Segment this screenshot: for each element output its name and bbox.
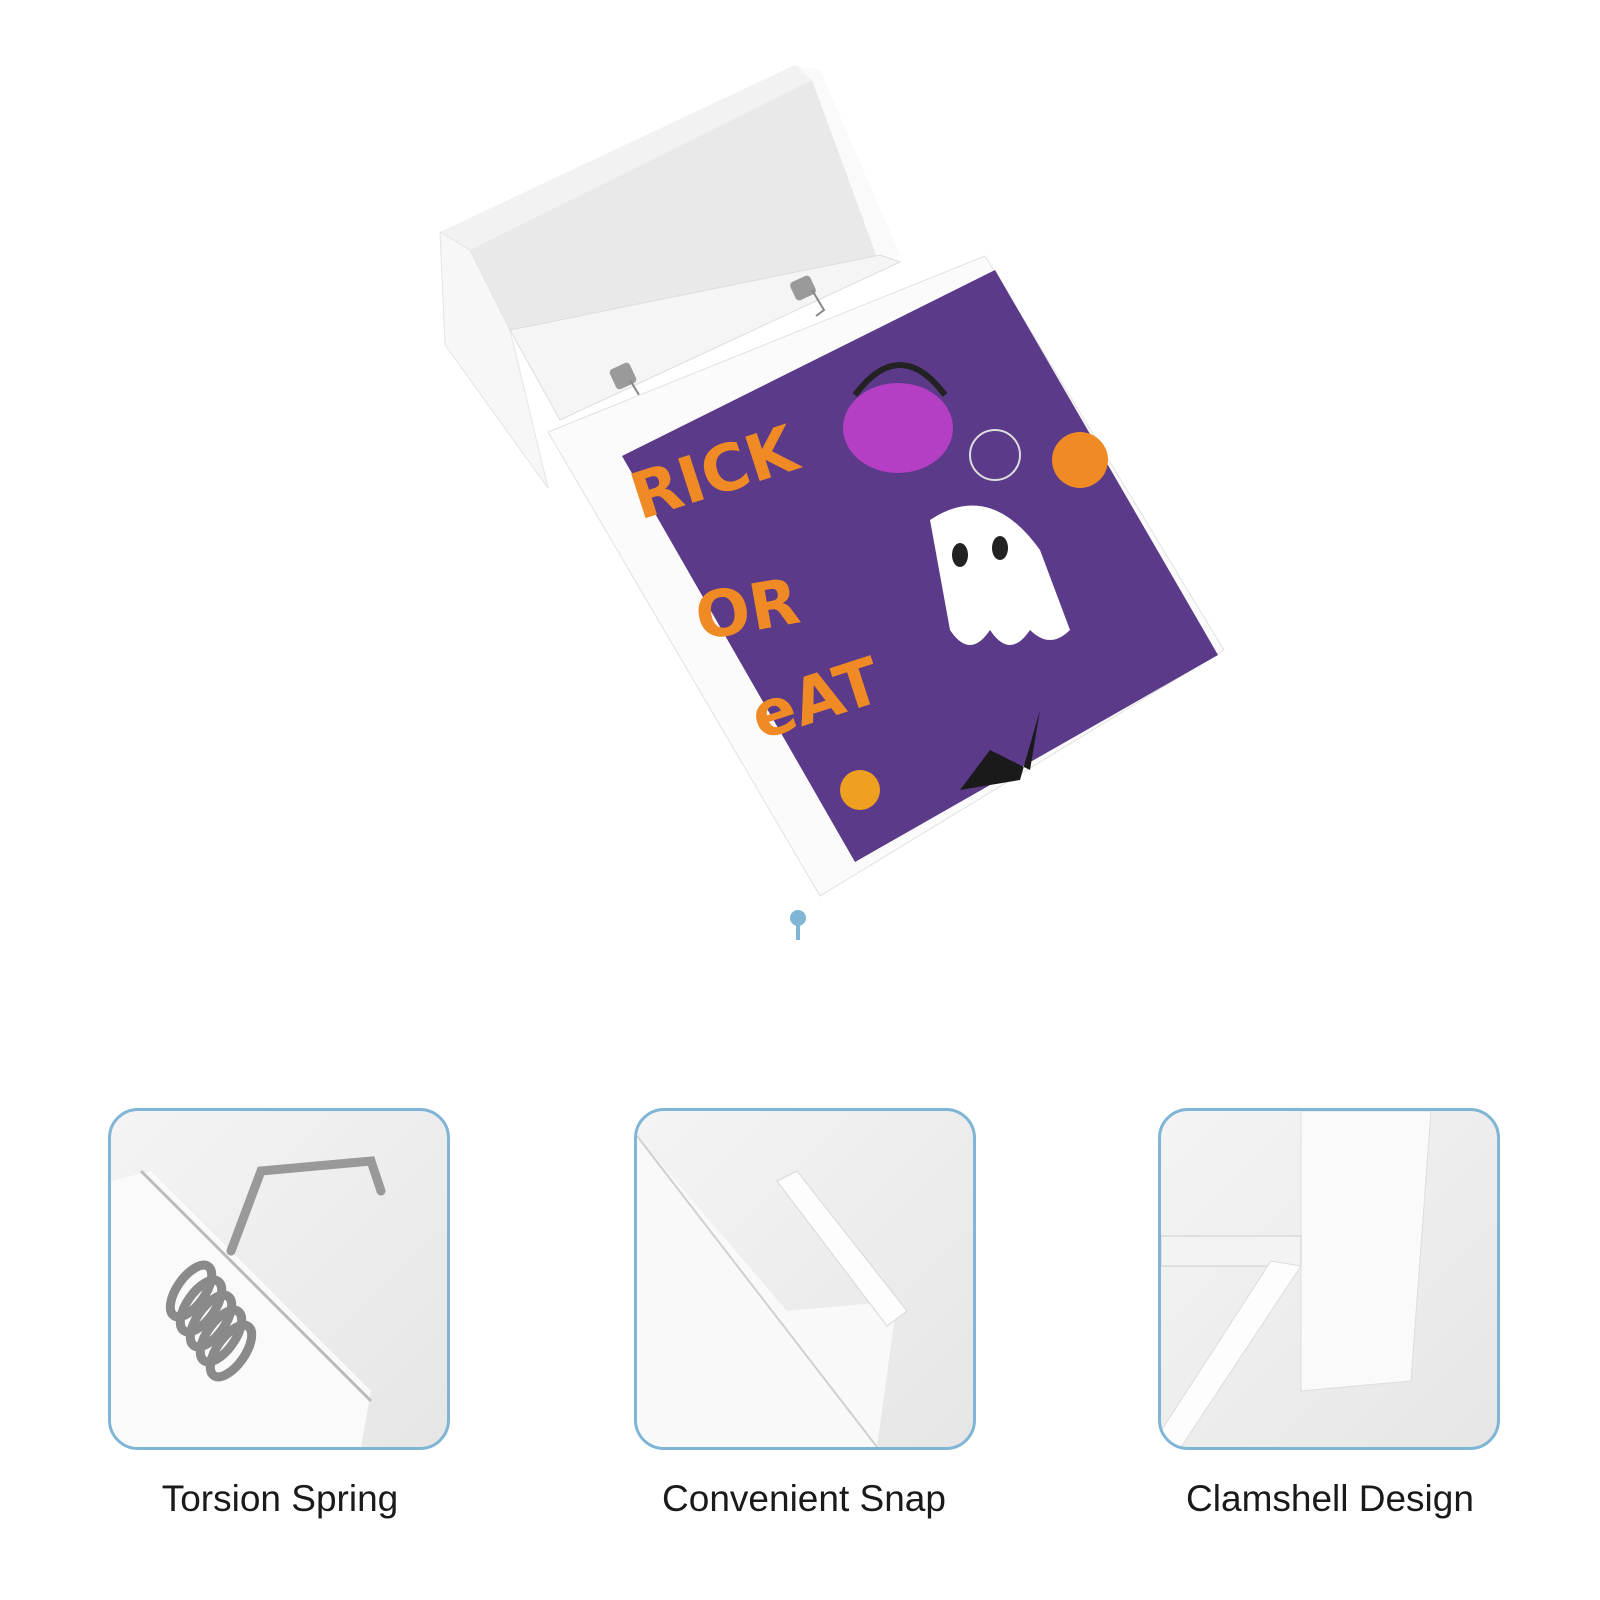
box-left-side (439, 231, 549, 489)
feature-card-clamshell-design (1158, 1108, 1500, 1450)
torsion-spring-icon (111, 1156, 386, 1447)
feature-label-clamshell-design: Clamshell Design (1186, 1478, 1474, 1519)
connector-lines (790, 910, 806, 940)
box-back-wall (440, 65, 812, 250)
product-image: RICK OR eAT (439, 65, 1225, 940)
snap-icon (637, 1135, 908, 1447)
svg-text:OR: OR (690, 565, 805, 656)
clamshell-hinge-icon (1161, 1111, 1432, 1447)
feature-label-convenient-snap: Convenient Snap (662, 1478, 946, 1519)
feature-card-torsion-spring (108, 1108, 450, 1450)
print-text-or: OR (690, 565, 805, 656)
feature-label-torsion-spring: Torsion Spring (161, 1478, 399, 1519)
lid-print (622, 270, 1218, 862)
hinge-spring-icon (609, 275, 826, 407)
feature-card-convenient-snap (634, 1108, 976, 1450)
box-right-wall (795, 65, 900, 265)
